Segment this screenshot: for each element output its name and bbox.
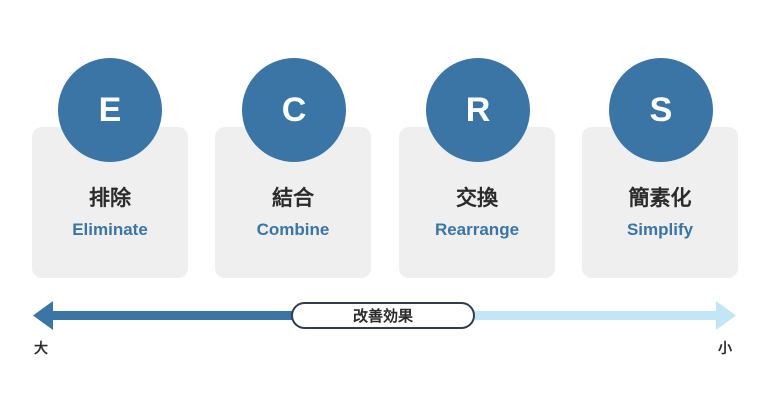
step-japanese-label: 交換 bbox=[456, 186, 498, 210]
step-letter: E bbox=[98, 90, 122, 129]
step-english-label: Combine bbox=[256, 220, 330, 239]
step-english-label: Eliminate bbox=[72, 220, 148, 239]
step-english-label: Rearrange bbox=[434, 220, 520, 239]
step-english-label: Simplify bbox=[626, 220, 694, 239]
step-japanese-label: 簡素化 bbox=[628, 186, 692, 210]
step-circle-eliminate: E bbox=[58, 58, 162, 162]
step-japanese-label: 排除 bbox=[89, 186, 131, 210]
step-letter: C bbox=[281, 90, 307, 129]
step-letter: S bbox=[649, 90, 673, 129]
step-japanese-label: 結合 bbox=[272, 186, 314, 210]
arrow-head-left bbox=[33, 301, 53, 330]
step-letter: R bbox=[465, 90, 491, 129]
scale-right-label: 小 bbox=[718, 341, 732, 357]
arrow-head-right bbox=[716, 301, 736, 330]
step-circle-rearrange: R bbox=[426, 58, 530, 162]
improvement-effect-label: 改善効果 bbox=[291, 302, 475, 329]
step-circle-combine: C bbox=[242, 58, 346, 162]
step-circle-simplify: S bbox=[609, 58, 713, 162]
scale-left-label: 大 bbox=[34, 341, 48, 357]
